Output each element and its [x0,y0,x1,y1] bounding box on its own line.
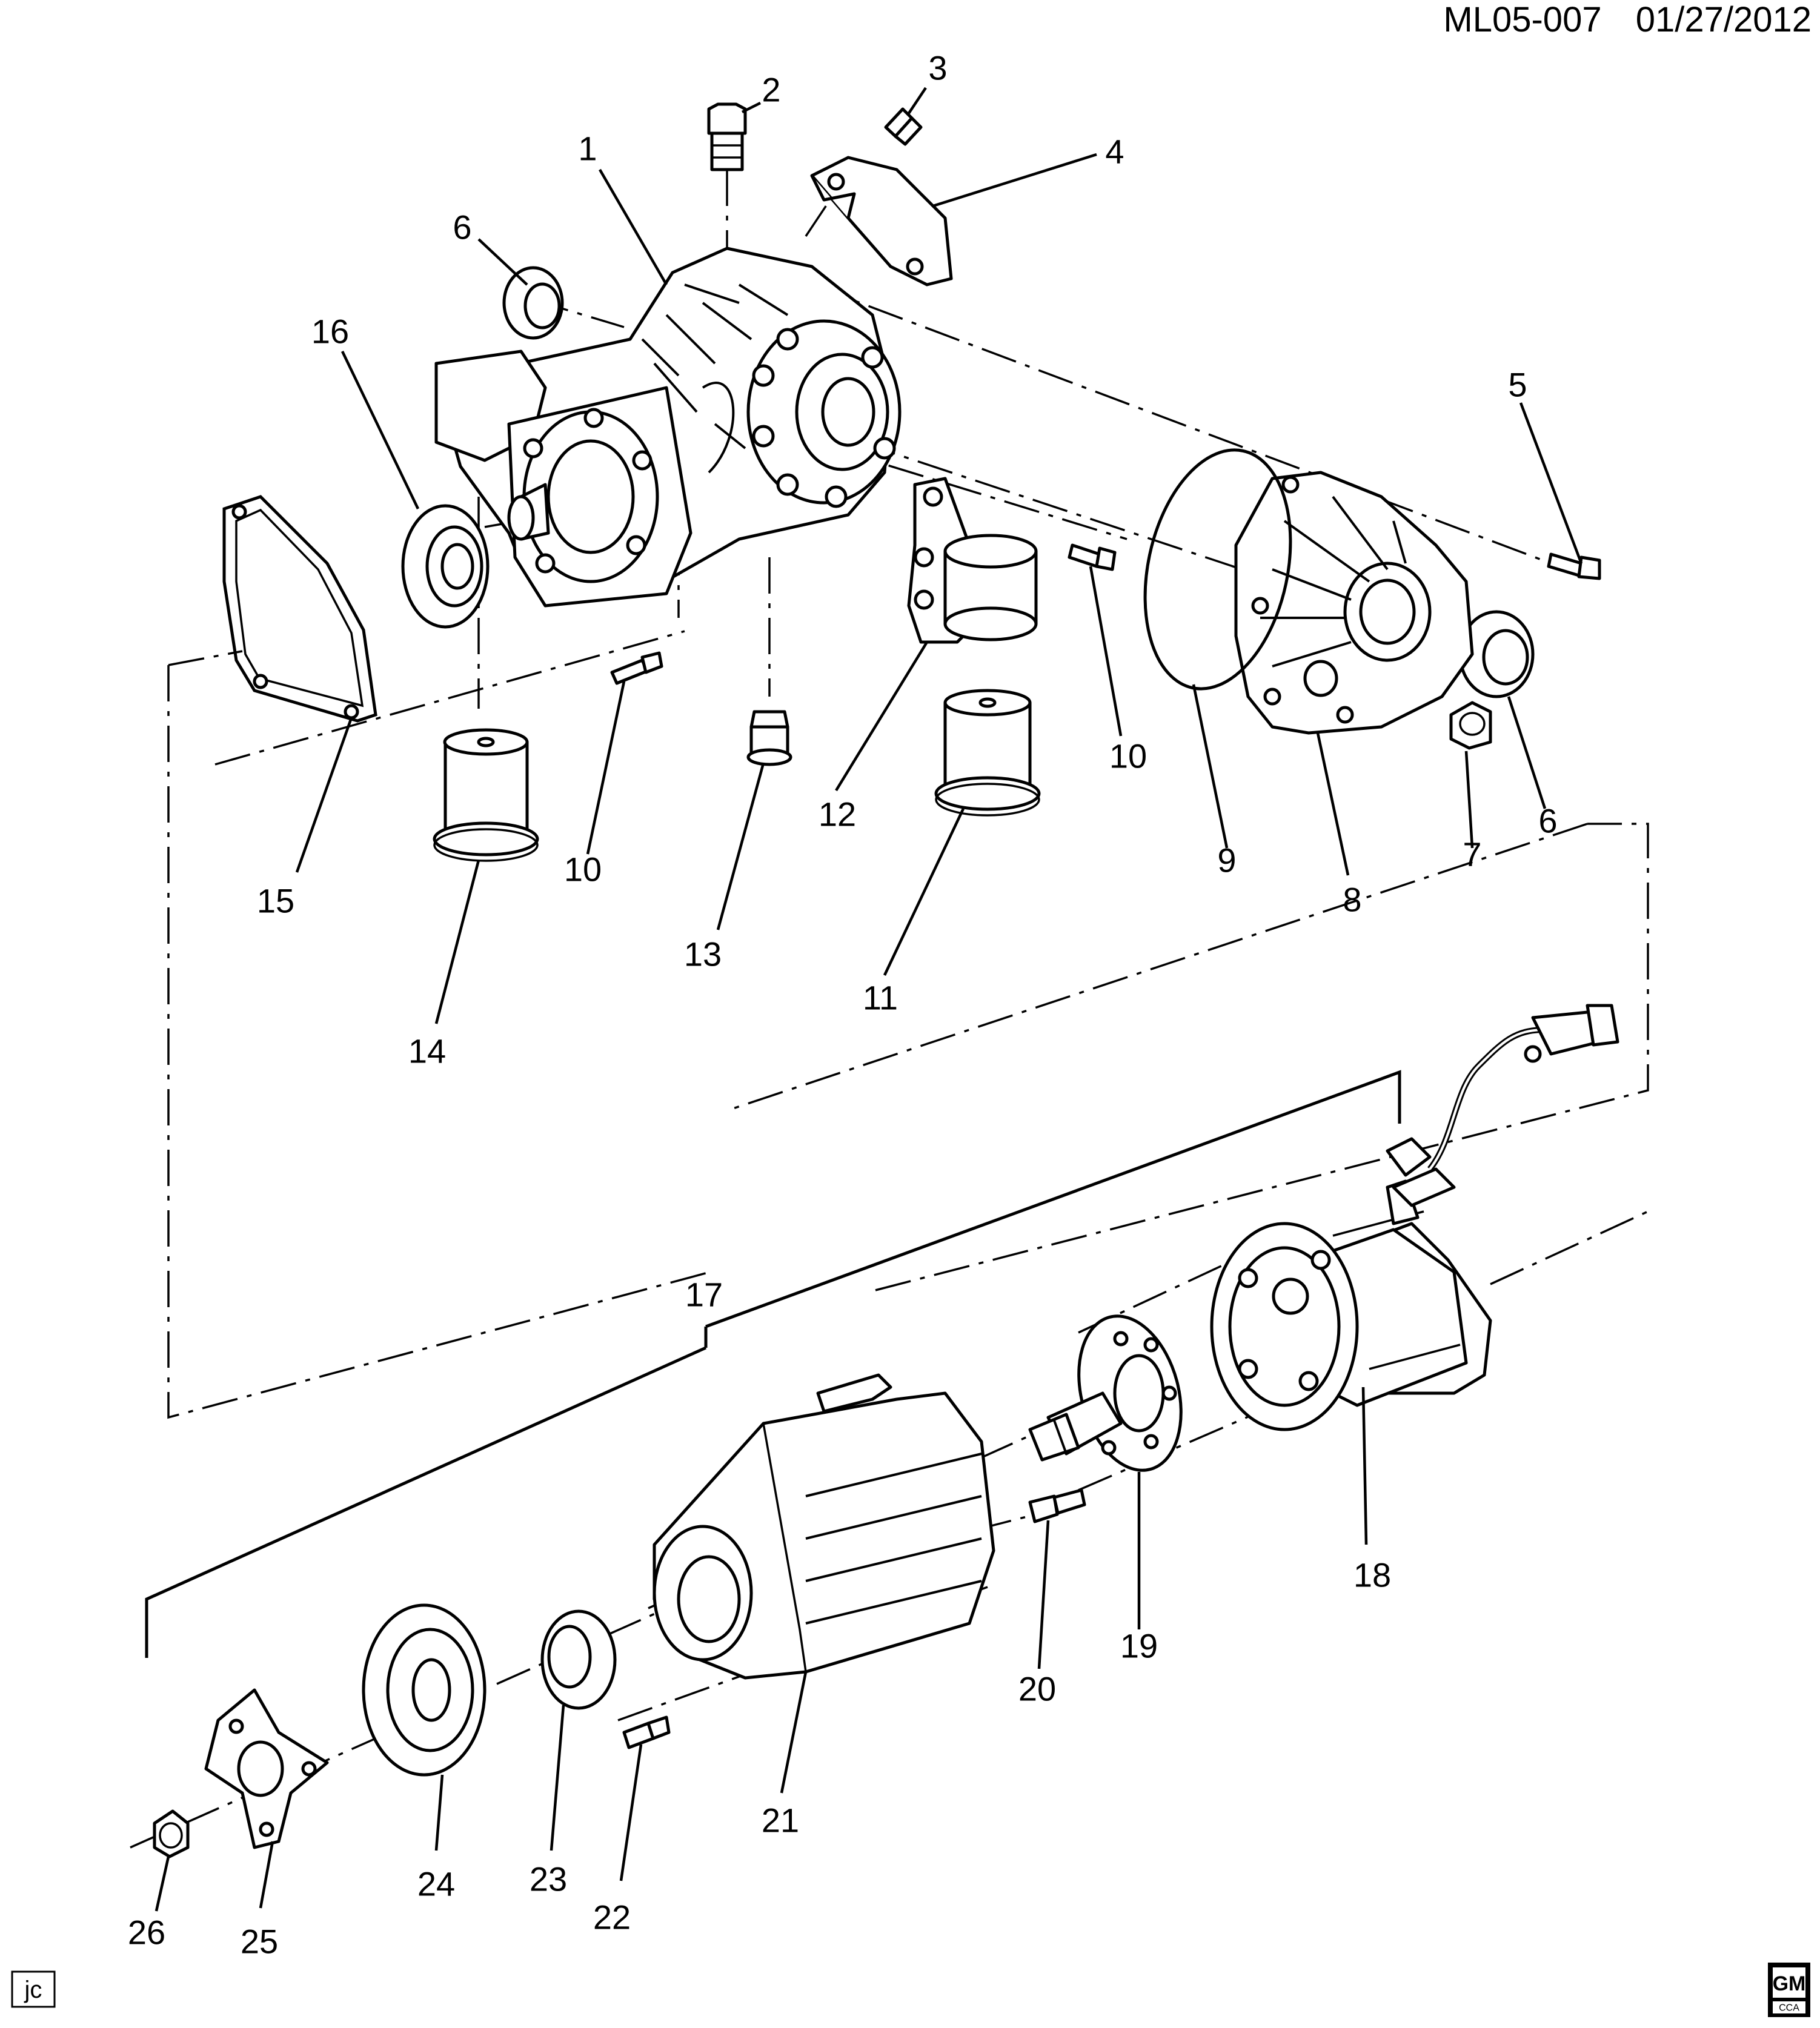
assembly-bracket-right [705,1070,1401,1328]
seal-6-right [1458,610,1535,698]
bracket-4 [810,156,953,287]
callout-25: 25 [241,1923,278,1961]
nut-26 [153,1809,190,1858]
plug-13 [746,710,792,766]
callout-10: 10 [564,850,602,889]
callout-2: 2 [762,71,780,109]
corner-tag: jc [11,1970,56,2008]
gm-logo: GM CCA [1768,1963,1810,2017]
callout-23: 23 [530,1860,567,1898]
callout-18: 18 [1353,1556,1391,1594]
vent-plug [707,102,747,171]
alignment-line-right-loop [875,823,1649,1291]
diagram-date: 01/27/2012 [1636,0,1812,39]
callout-12: 12 [819,795,856,833]
bracket-12 [907,477,1038,644]
o-ring-9 [1143,448,1292,691]
assembly-bracket [145,1346,707,1658]
callout-4: 4 [1105,133,1124,171]
gasket-15 [222,495,377,723]
callout-24: 24 [417,1865,455,1903]
seal-6-upper [502,266,564,340]
bushing-14 [433,728,539,862]
wiring-harness [1386,1004,1619,1225]
callout-17: 17 [685,1276,723,1314]
alignment-line [811,283,1552,565]
bearing-23 [540,1609,617,1710]
flange-shaft-19 [1028,1314,1183,1472]
gm-logo-sub: CCA [1779,2003,1799,2013]
alignment-line [732,823,1588,1110]
plug-7 [1449,701,1492,750]
bolt-20 [1028,1488,1086,1523]
leader-lines [145,87,1583,1912]
rear-cover-8 [1234,471,1474,735]
gear-housing-21 [653,1373,995,1680]
alignment-line [168,650,243,666]
callout-21: 21 [762,1801,799,1840]
diagram-header: ML05-007 01/27/2012 [1443,0,1812,39]
bushing-11 [934,689,1041,817]
yoke-flange-25 [204,1688,329,1849]
callout-1: 1 [578,130,597,168]
alignment-line [805,199,831,237]
callout-13: 13 [684,935,722,973]
callout-labels: 1 2 3 4 5 6 6 7 8 9 10 10 11 12 13 14 15… [128,49,1558,1961]
callout-22: 22 [593,1898,631,1937]
bolt-10-left [610,651,663,685]
motor-housing-18 [1210,1210,1492,1431]
seal-24 [362,1603,487,1777]
callout-9: 9 [1217,841,1236,880]
seal-16 [401,504,490,629]
diagram-id: ML05-007 [1443,0,1601,39]
bolt-22 [622,1715,671,1749]
callout-16: 16 [311,313,349,351]
alignment-line [1490,1210,1649,1285]
alignment-line [214,630,685,766]
gm-logo-mark: GM [1773,1972,1806,1995]
bolt-10-right [1068,543,1117,571]
bolt-3 [884,107,923,146]
callout-10: 10 [1109,737,1147,775]
callout-6: 6 [1538,802,1557,840]
callout-8: 8 [1343,881,1361,919]
callout-20: 20 [1018,1670,1056,1708]
callout-26: 26 [128,1914,165,1952]
callout-5: 5 [1508,366,1527,404]
callout-6: 6 [453,208,471,247]
corner-tag-text: jc [24,1977,42,2003]
callout-7: 7 [1463,835,1481,873]
callout-3: 3 [928,49,947,87]
callout-15: 15 [257,882,294,920]
differential-housing [434,247,902,608]
callout-14: 14 [408,1032,446,1070]
bolt-5 [1547,552,1601,580]
alignment-line-left-loop [167,665,711,1419]
callout-19: 19 [1120,1627,1158,1665]
callout-11: 11 [863,979,898,1017]
